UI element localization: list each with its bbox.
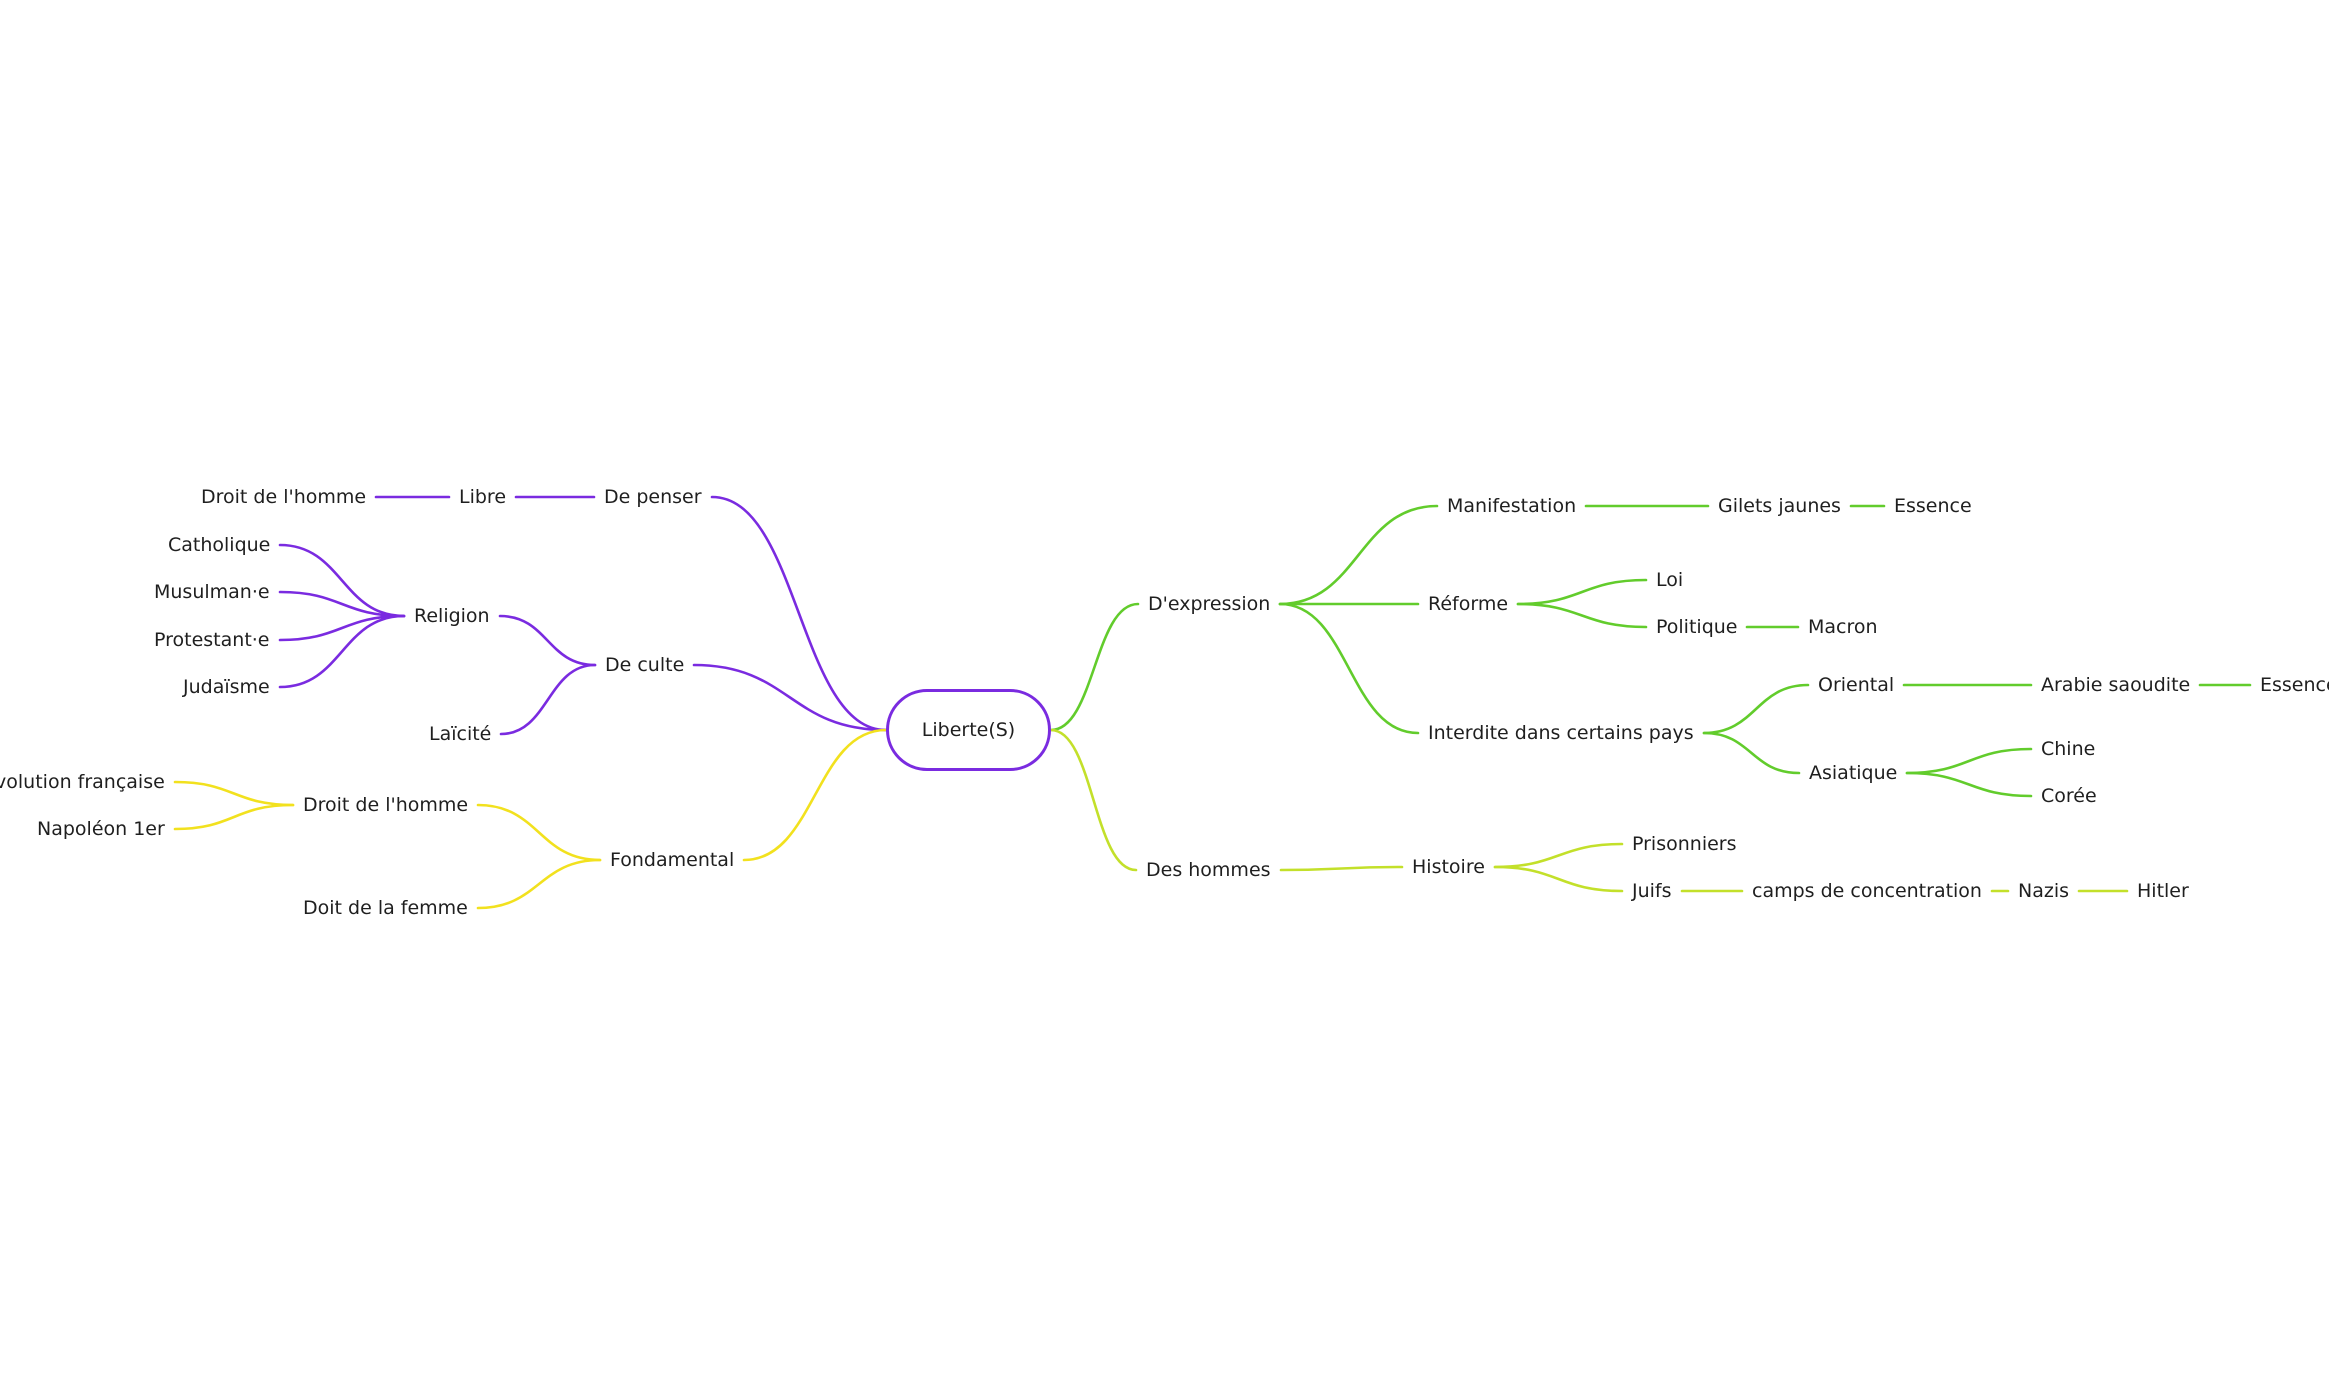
link-religion-to-judaisme	[278, 614, 406, 689]
link-religion-to-musulman	[278, 590, 406, 618]
link-root-to-des-hommes	[1049, 728, 1138, 872]
node-doit-femme[interactable]: Doit de la femme	[303, 897, 468, 919]
link-fondamental-to-droit-homme-fond	[476, 803, 602, 862]
link-dexpression-to-manifestation	[1278, 504, 1439, 606]
node-hitler[interactable]: Hitler	[2137, 880, 2189, 902]
link-root-to-fondamental	[742, 728, 888, 862]
node-camps[interactable]: camps de concentration	[1752, 880, 1982, 902]
node-judaisme[interactable]: Judaïsme	[183, 676, 270, 698]
node-loi[interactable]: Loi	[1656, 569, 1684, 591]
node-des-hommes[interactable]: Des hommes	[1146, 859, 1271, 881]
node-laicite[interactable]: Laïcité	[429, 723, 492, 745]
link-droit-homme-fond-to-napoleon	[173, 803, 295, 831]
node-droit-homme-fond[interactable]: Droit de l'homme	[303, 794, 469, 816]
link-histoire-to-prisonniers	[1493, 842, 1624, 869]
link-root-to-dexpression	[1049, 602, 1140, 732]
link-dexpression-to-interdite	[1278, 602, 1420, 735]
node-prisonniers[interactable]: Prisonniers	[1632, 833, 1737, 855]
node-reforme[interactable]: Réforme	[1428, 593, 1509, 615]
node-protestant[interactable]: Protestant·e	[154, 629, 270, 651]
link-des-hommes-to-histoire	[1279, 865, 1404, 872]
node-essence-1[interactable]: Essence	[1894, 495, 1972, 517]
node-juifs[interactable]: Juifs	[1632, 880, 1672, 902]
node-nazis[interactable]: Nazis	[2018, 880, 2070, 902]
link-histoire-to-juifs	[1493, 865, 1624, 893]
root-node[interactable]: Liberte(S)	[886, 689, 1051, 771]
root-node-label: Liberte(S)	[921, 719, 1016, 741]
link-interdite-to-oriental	[1702, 683, 1810, 735]
link-asiatique-to-chine	[1905, 747, 2033, 775]
node-napoleon[interactable]: Napoléon 1er	[37, 818, 165, 840]
link-root-to-de-penser	[710, 495, 888, 732]
node-essence-2[interactable]: Essence	[2260, 674, 2329, 696]
node-histoire[interactable]: Histoire	[1412, 856, 1485, 878]
node-asiatique[interactable]: Asiatique	[1809, 762, 1898, 784]
node-catholique[interactable]: Catholique	[168, 534, 271, 556]
link-interdite-to-asiatique	[1702, 731, 1801, 775]
node-musulman[interactable]: Musulman·e	[154, 581, 270, 603]
node-fondamental[interactable]: Fondamental	[610, 849, 735, 871]
link-reforme-to-loi	[1516, 578, 1648, 606]
node-politique[interactable]: Politique	[1656, 616, 1738, 638]
link-reforme-to-politique	[1516, 602, 1648, 629]
node-de-penser[interactable]: De penser	[604, 486, 702, 508]
link-religion-to-protestant	[278, 614, 406, 642]
link-root-to-de-culte	[692, 663, 888, 732]
node-religion[interactable]: Religion	[414, 605, 490, 627]
node-droit-homme-libre[interactable]: Droit de l'homme	[201, 486, 367, 508]
node-dexpression[interactable]: D'expression	[1148, 593, 1271, 615]
link-asiatique-to-coree	[1905, 771, 2033, 798]
node-interdite[interactable]: Interdite dans certains pays	[1428, 722, 1694, 744]
node-chine[interactable]: Chine	[2041, 738, 2096, 760]
node-gilets-jaunes[interactable]: Gilets jaunes	[1718, 495, 1841, 517]
link-droit-homme-fond-to-revolution	[173, 780, 295, 807]
link-de-culte-to-religion	[498, 614, 597, 667]
node-revolution[interactable]: Révolution française	[0, 771, 165, 793]
node-coree[interactable]: Corée	[2041, 785, 2097, 807]
node-libre[interactable]: Libre	[459, 486, 507, 508]
node-manifestation[interactable]: Manifestation	[1447, 495, 1577, 517]
node-macron[interactable]: Macron	[1808, 616, 1878, 638]
link-fondamental-to-doit-femme	[476, 858, 602, 910]
link-de-culte-to-laicite	[499, 663, 597, 736]
link-religion-to-catholique	[278, 543, 406, 618]
node-arabie[interactable]: Arabie saoudite	[2041, 674, 2191, 696]
node-oriental[interactable]: Oriental	[1818, 674, 1895, 696]
node-de-culte[interactable]: De culte	[605, 654, 685, 676]
